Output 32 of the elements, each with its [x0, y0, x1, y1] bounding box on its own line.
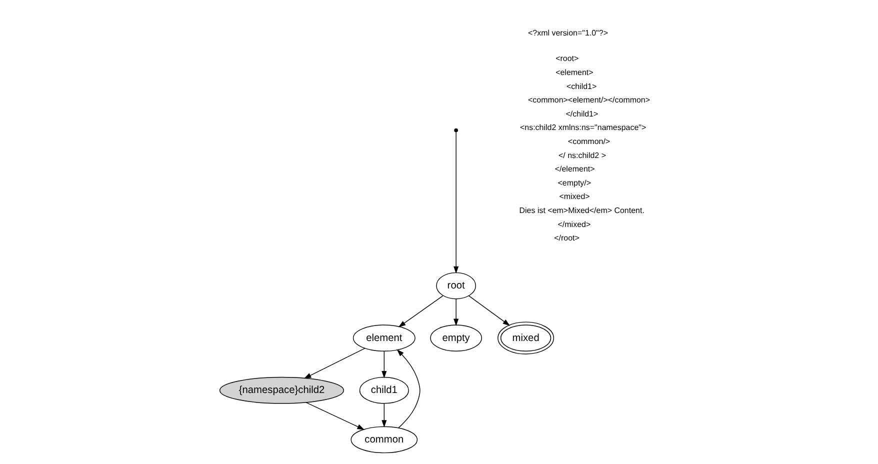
arrow — [303, 348, 365, 379]
node-ellipse: element — [352, 324, 415, 352]
node-ellipse: {namespace}child2 — [218, 376, 344, 404]
label: <mixed> — [558, 192, 590, 202]
arrow — [398, 295, 443, 328]
label: </mixed> — [557, 220, 590, 229]
label: <child1> — [566, 82, 596, 91]
arrow — [453, 298, 458, 326]
label: </root> — [554, 234, 579, 243]
node-ellipse: child1 — [358, 376, 408, 404]
node-ellipse: mixed — [497, 322, 554, 354]
label: <element> — [555, 68, 593, 77]
label: <common><element/></common> — [527, 96, 650, 105]
label: <empty/> — [557, 178, 591, 188]
label: </element> — [554, 164, 594, 174]
label: <common/> — [567, 136, 610, 146]
arrow — [381, 403, 386, 428]
label: Dies ist <em>Mixed</em> Content. — [518, 206, 644, 215]
label: </ ns:child2 > — [558, 150, 606, 160]
arrow — [468, 295, 510, 326]
label: <?xml version="1.0"?> — [527, 28, 608, 38]
label: <root> — [555, 54, 578, 64]
node-ellipse: root — [436, 272, 476, 300]
label: </child1> — [565, 109, 598, 118]
label: <ns:child2 xmlns:ns="namespace"> — [519, 123, 646, 132]
node-ellipse: common — [350, 426, 418, 454]
arrow — [396, 349, 420, 428]
node-dot — [454, 128, 458, 132]
arrow — [305, 402, 364, 430]
arrow — [381, 350, 386, 378]
arrow — [453, 132, 458, 274]
node-ellipse: empty — [430, 324, 482, 352]
